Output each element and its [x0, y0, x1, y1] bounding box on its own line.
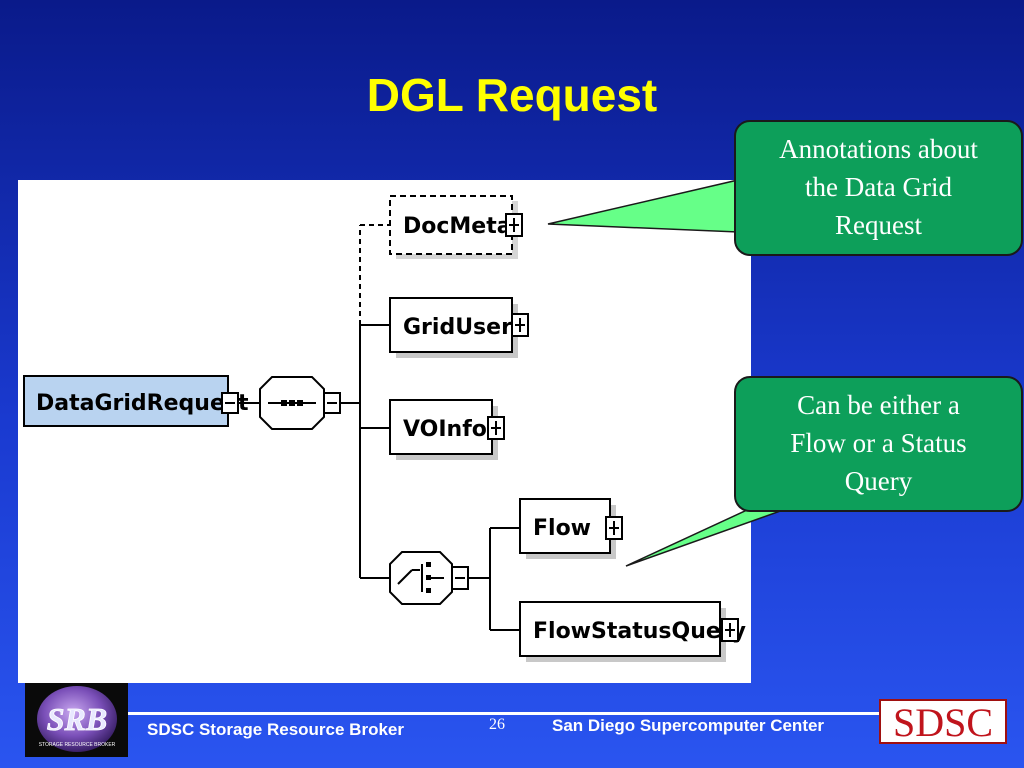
srb-logo-art: SRB STORAGE RESOURCE BROKER [37, 686, 117, 752]
callout-annotations-line: Request [835, 210, 922, 240]
callout-choice-line: Query [844, 466, 913, 496]
node-griduser-label: GridUser [403, 315, 512, 340]
srb-logo-text: SRB [47, 701, 107, 737]
schema-diagram: DataGridRequest DocMeta [18, 180, 751, 683]
callout-annotations-line: Annotations about [779, 134, 978, 164]
node-voinfo-label: VOInfo [403, 417, 487, 442]
node-flow-label: Flow [533, 516, 591, 541]
callout-pointer-annotations [547, 179, 739, 233]
choice-compositor-icon[interactable] [389, 551, 453, 605]
expand-flowstatusquery-icon[interactable] [721, 618, 739, 642]
expand-docmeta-icon[interactable] [505, 213, 523, 237]
sequence-compositor-icon[interactable] [259, 376, 325, 430]
page-number: 26 [489, 716, 505, 733]
node-datagridrequest[interactable]: DataGridRequest [23, 375, 249, 427]
node-flowstatusquery[interactable]: FlowStatusQuery [519, 601, 746, 662]
node-flow[interactable]: Flow [519, 498, 616, 559]
callout-choice: Can be either a Flow or a Status Query [734, 376, 1023, 512]
srb-logo-subtext: STORAGE RESOURCE BROKER [39, 742, 116, 748]
collapse-root-icon[interactable] [221, 392, 239, 414]
callout-choice-line: Flow or a Status [790, 428, 967, 458]
footer-divider [128, 712, 880, 715]
expand-flow-icon[interactable] [605, 516, 623, 540]
expand-voinfo-icon[interactable] [487, 416, 505, 440]
collapse-choice-icon[interactable] [451, 566, 469, 590]
connector-lines [238, 324, 520, 631]
footer-left-text: SDSC Storage Resource Broker [147, 720, 404, 739]
callout-pointer-choice [625, 503, 801, 567]
footer-right-text: San Diego Supercomputer Center [552, 716, 825, 735]
callout-annotations-line: the Data Grid [805, 172, 952, 202]
node-griduser[interactable]: GridUser [389, 297, 518, 358]
slide-title: DGL Request [366, 69, 658, 121]
collapse-sequence-icon[interactable] [323, 392, 341, 414]
node-flowstatusquery-label: FlowStatusQuery [533, 619, 746, 644]
sdsc-logo-text: SDSC [893, 701, 993, 742]
optional-connector [359, 224, 390, 325]
expand-griduser-icon[interactable] [511, 313, 529, 337]
sdsc-logo: SDSC [879, 699, 1007, 745]
callout-choice-line: Can be either a [797, 390, 960, 420]
node-docmeta-label: DocMeta [403, 214, 512, 239]
callout-annotations: Annotations about the Data Grid Request [734, 120, 1023, 256]
srb-logo: SRB STORAGE RESOURCE BROKER [25, 683, 128, 757]
sdsc-logo-art: SDSC [893, 700, 993, 745]
node-voinfo[interactable]: VOInfo [389, 399, 498, 460]
schema-diagram-svg: DataGridRequest DocMeta [23, 195, 746, 662]
node-datagridrequest-label: DataGridRequest [36, 391, 249, 416]
node-docmeta[interactable]: DocMeta [389, 195, 518, 259]
